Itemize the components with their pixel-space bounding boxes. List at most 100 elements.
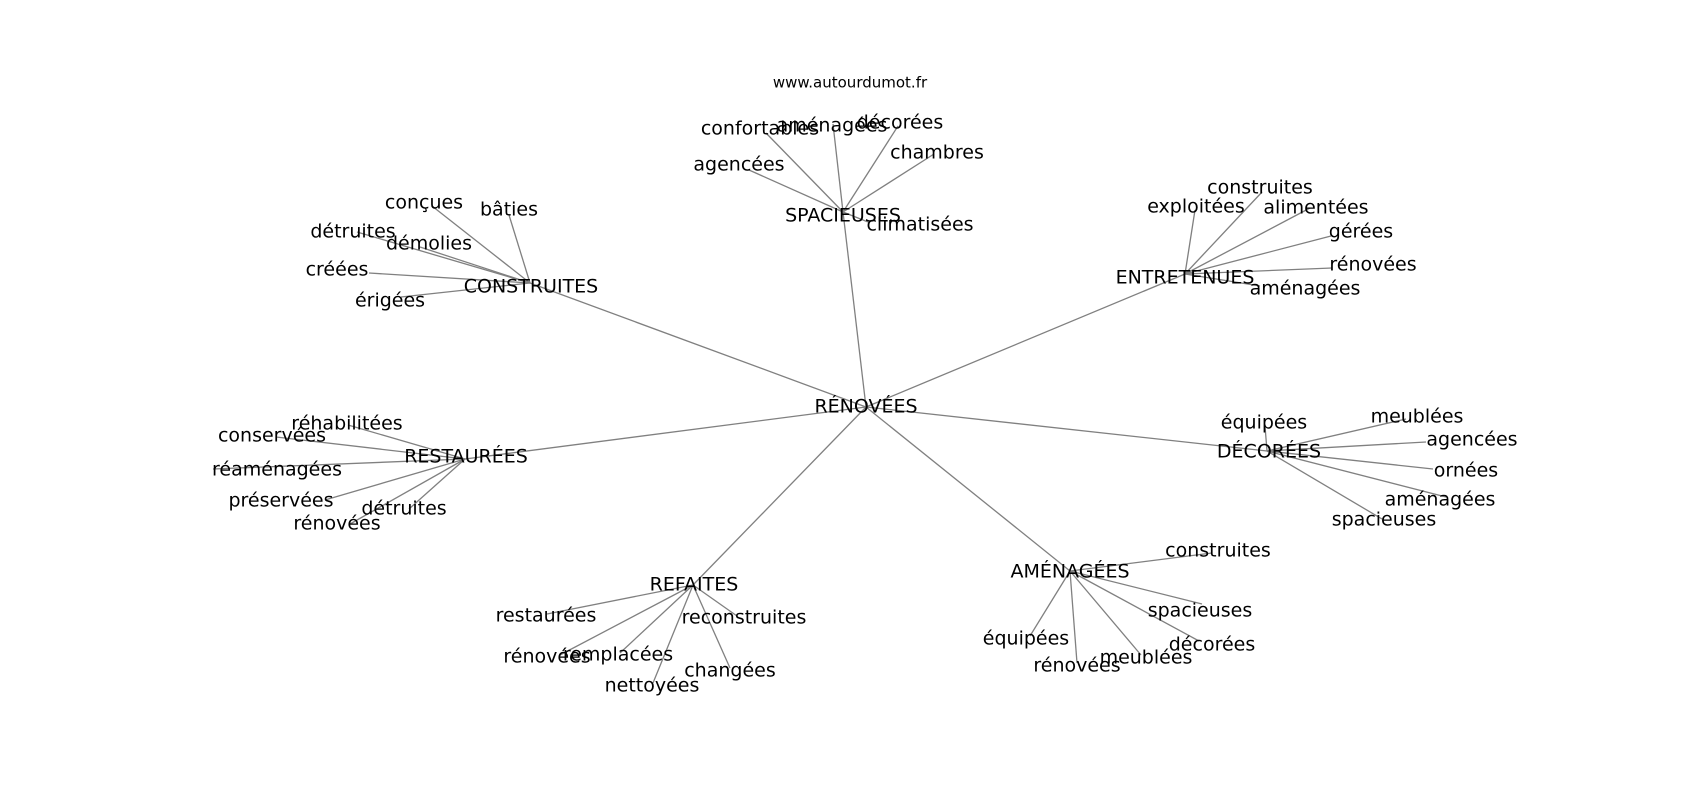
edge-refaites-leaf (619, 584, 694, 654)
edge-construites-leaf (356, 231, 531, 284)
leaf-word-label[interactable]: alimentées (1263, 197, 1368, 219)
edge-restaurees-leaf (324, 458, 466, 501)
leaf-word-label[interactable]: préservées (228, 490, 333, 512)
leaf-word-label[interactable]: confortables (701, 118, 819, 140)
leaf-word-label[interactable]: créées (306, 259, 369, 281)
leaf-word-label[interactable]: rénovées (1329, 254, 1416, 276)
leaf-word-label[interactable]: érigées (355, 290, 425, 312)
edge-restaurees-leaf (212, 458, 466, 470)
hub-node-label-entretenues[interactable]: ENTRETENUES (1116, 267, 1255, 289)
edge-construites-leaf (419, 246, 531, 284)
leaf-word-label[interactable]: rénovées (1033, 655, 1120, 677)
edge-decorees-leaf (1266, 450, 1447, 498)
hub-node-label-amenagees[interactable]: AMÉNAGÉES (1010, 560, 1129, 583)
leaf-word-label[interactable]: meublées (1371, 406, 1464, 428)
edge-refaites-leaf (546, 584, 694, 615)
leaf-word-label[interactable]: rénovées (503, 646, 590, 668)
edge-decorees-leaf (1266, 418, 1407, 452)
leaf-word-label[interactable]: aménagées (777, 115, 888, 137)
edge-amenagees-leaf (1069, 552, 1213, 572)
edge-construites-leaf (400, 282, 531, 298)
edge-spacieuses-leaf (842, 153, 935, 213)
edge-center-spacieuses (842, 211, 867, 408)
edge-center-entretenues (865, 273, 1186, 408)
leaf-word-label[interactable]: ornées (1434, 460, 1498, 482)
leaf-word-label[interactable]: construites (1165, 540, 1271, 562)
edge-spacieuses-leaf (842, 211, 869, 223)
edge-construites-leaf (431, 205, 531, 284)
edge-center-construites (529, 282, 867, 408)
edge-refaites-leaf (692, 584, 731, 669)
leaf-word-label[interactable]: spacieuses (1148, 600, 1253, 622)
leaf-word-label[interactable]: aménagées (1385, 489, 1496, 511)
leaf-word-label[interactable]: remplacées (563, 644, 673, 666)
edge-restaurees-leaf (275, 436, 466, 460)
leaf-word-label[interactable]: changées (684, 660, 776, 682)
edge-refaites-leaf (559, 584, 694, 656)
edge-restaurees-leaf (408, 458, 466, 510)
leaf-word-label[interactable]: gérées (1329, 221, 1393, 243)
edge-entretenues-leaf (1184, 273, 1261, 287)
leaf-word-label[interactable]: décorées (1169, 634, 1256, 656)
hub-node-label-spacieuses[interactable]: SPACIEUSES (785, 205, 901, 227)
edge-center-refaites (692, 406, 867, 586)
edge-spacieuses-leaf (842, 125, 899, 213)
edge-entretenues-leaf (1184, 191, 1263, 275)
hub-node-label-construites[interactable]: CONSTRUITES (464, 276, 598, 298)
leaf-word-label[interactable]: chambres (890, 142, 984, 164)
leaf-word-label[interactable]: meublées (1100, 647, 1193, 669)
edge-amenagees-leaf (1069, 570, 1203, 605)
center-node-label[interactable]: RÉNOVÉES (814, 395, 917, 418)
hub-node-label-refaites[interactable]: REFAITES (650, 574, 739, 596)
edge-construites-leaf (508, 214, 531, 284)
edge-spacieuses-leaf (765, 132, 844, 213)
leaf-word-label[interactable]: conçues (385, 192, 463, 214)
leaf-word-label[interactable]: équipées (1221, 412, 1307, 434)
edge-amenagees-leaf (1069, 570, 1078, 664)
edge-entretenues-leaf (1184, 235, 1332, 275)
edge-spacieuses-leaf (748, 169, 844, 213)
edge-center-restaurees (464, 406, 867, 460)
watermark[interactable]: www.autourdumot.fr (773, 74, 928, 92)
edge-amenagees-leaf (1029, 570, 1071, 637)
edge-decorees-leaf (1266, 450, 1434, 470)
leaf-word-label[interactable]: spacieuses (1332, 509, 1437, 531)
edge-entretenues-leaf (1184, 209, 1196, 275)
leaf-word-label[interactable]: démolies (386, 233, 472, 255)
leaf-word-label[interactable]: réaménagées (212, 459, 342, 481)
leaf-word-label[interactable]: équipées (983, 628, 1069, 650)
leaf-word-label[interactable]: exploitées (1147, 196, 1245, 218)
leaf-word-label[interactable]: nettoyées (605, 675, 700, 697)
edge-center-amenagees (865, 406, 1071, 572)
leaf-word-label[interactable]: rénovées (293, 513, 380, 535)
leaf-word-label[interactable]: agencées (1426, 429, 1517, 451)
leaf-word-label[interactable]: aménagées (1250, 278, 1361, 300)
leaf-word-label[interactable]: réhabilitées (291, 413, 402, 435)
edge-decorees-leaf (1266, 441, 1427, 452)
hub-node-label-restaurees[interactable]: RESTAURÉES (404, 445, 528, 468)
edge-entretenues-leaf (1184, 267, 1333, 275)
edge-refaites-leaf (652, 584, 694, 684)
edge-center-decorees (865, 406, 1268, 452)
edges-layer (212, 123, 1447, 684)
labels-layer: www.autourdumot.fr RÉNOVÉESconfortablesa… (212, 74, 1518, 697)
edge-construites-leaf (368, 272, 531, 284)
leaf-word-label[interactable]: construites (1207, 177, 1313, 199)
edge-decorees-leaf (1264, 425, 1268, 452)
leaf-word-label[interactable]: conservées (218, 425, 326, 447)
leaf-word-label[interactable]: restaurées (496, 605, 597, 627)
edge-amenagees-leaf (1069, 570, 1200, 642)
leaf-word-label[interactable]: climatisées (866, 214, 973, 236)
edge-refaites-leaf (692, 584, 738, 617)
leaf-word-label[interactable]: décorées (857, 112, 944, 134)
leaf-word-label[interactable]: détruites (361, 498, 446, 520)
edge-restaurees-leaf (347, 424, 466, 460)
leaf-word-label[interactable]: reconstruites (682, 607, 807, 629)
leaf-word-label[interactable]: bâties (480, 199, 538, 221)
leaf-word-label[interactable]: détruites (310, 221, 395, 243)
edge-decorees-leaf (1266, 450, 1383, 520)
edge-spacieuses-leaf (832, 123, 844, 213)
leaf-word-label[interactable]: agencées (693, 154, 784, 176)
hub-node-label-decorees[interactable]: DÉCORÉES (1217, 440, 1321, 463)
